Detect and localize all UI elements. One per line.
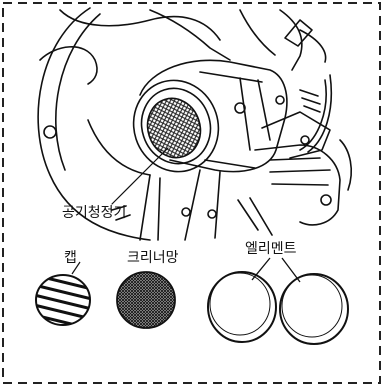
cap-label: 캡: [64, 250, 77, 266]
cap-illustration: [35, 261, 91, 326]
cleaner-mesh-label: 크리너망: [127, 250, 179, 266]
air-cleaner-label: 공기청정기: [62, 205, 127, 221]
engine-illustration: [37, 7, 352, 241]
element-illustration: [207, 257, 349, 345]
dashed-border: [2, 2, 381, 384]
cleaner-mesh-illustration: [116, 271, 176, 329]
element-label: 엘리멘트: [245, 241, 297, 257]
